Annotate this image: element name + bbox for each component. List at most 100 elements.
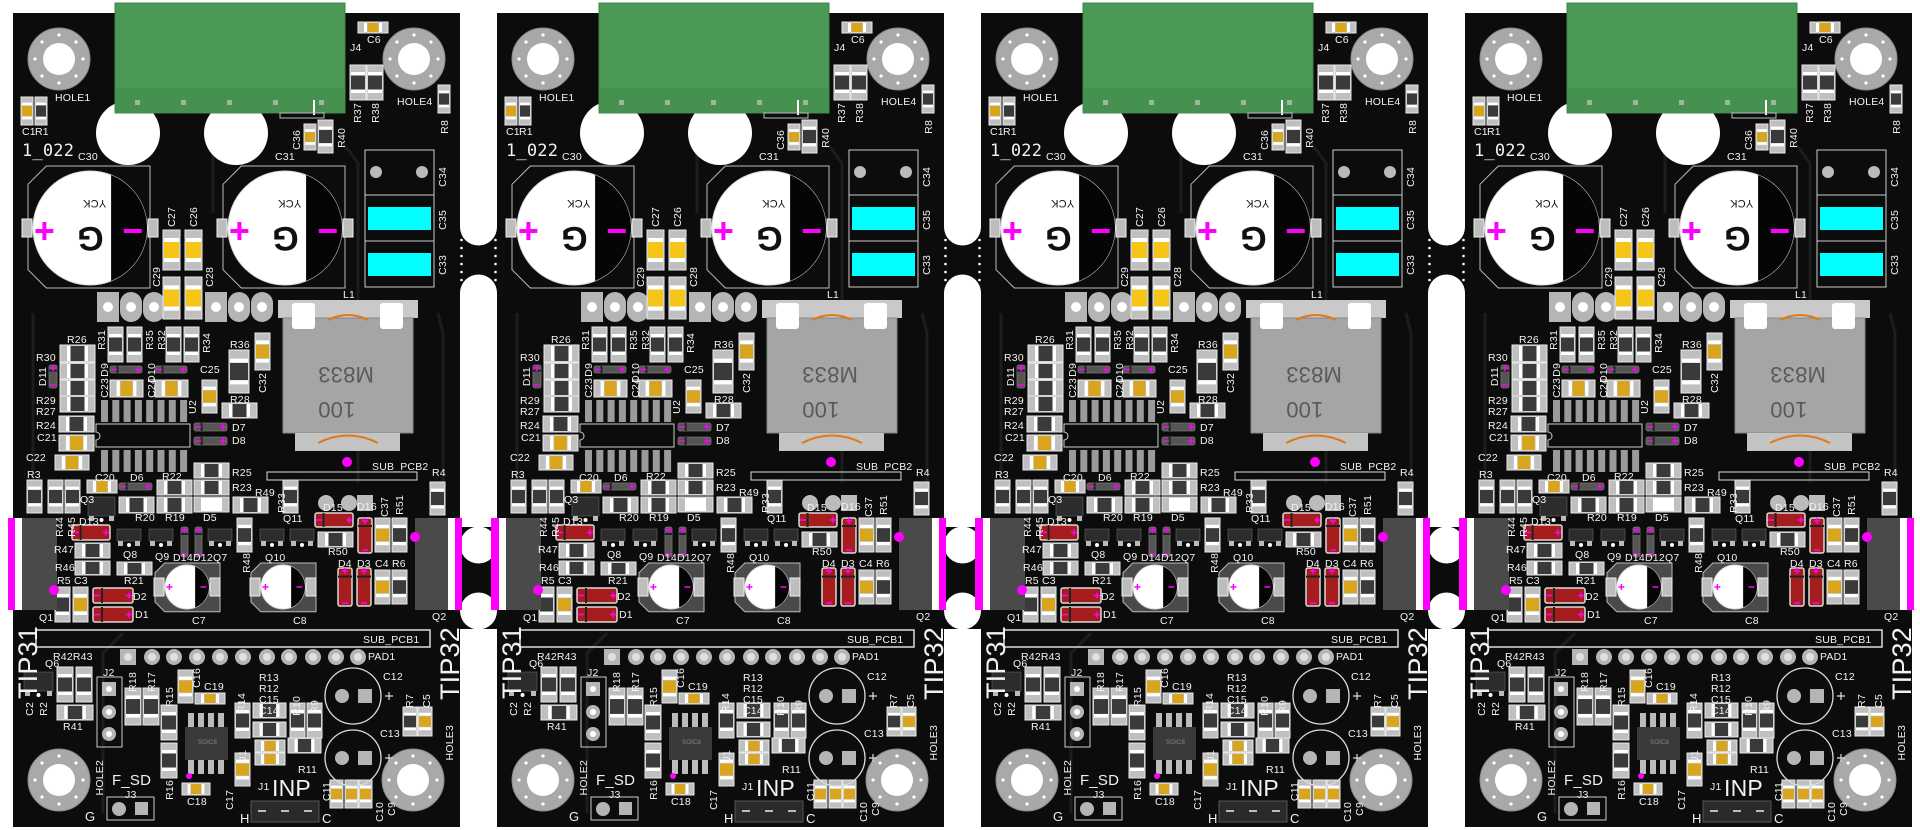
resistor-terminal: [240, 498, 244, 512]
transistor-pin: [1103, 541, 1108, 546]
resistor: [228, 349, 250, 394]
resistor-terminal: [713, 404, 717, 417]
silkscreen-label: C7: [1644, 615, 1658, 627]
via-dot: [1363, 74, 1367, 78]
silkscreen-label: R37: [836, 103, 848, 123]
diode-band: [1168, 423, 1171, 431]
diode-band: [1069, 588, 1071, 603]
capacitor-pad: [209, 577, 221, 597]
silkscreen-label: C15: [259, 694, 279, 706]
resistor: [913, 481, 930, 516]
pad-drill: [239, 653, 247, 661]
transistor-body: [116, 528, 142, 542]
capacitor: [1342, 517, 1359, 553]
capacitor-terminal: [990, 102, 1000, 106]
resistor-body: [351, 75, 365, 90]
to220-transistor: [8, 518, 57, 610]
via-dot: [1362, 795, 1366, 799]
pad-drill: [354, 653, 362, 661]
silkscreen-label: SUB_PCB1: [1815, 634, 1872, 646]
hole-drill: [881, 764, 913, 796]
resistor: [850, 64, 868, 101]
sub-pcb1-outline: [519, 629, 915, 648]
ic-soic8: [669, 713, 712, 779]
inductor-pad: [1348, 303, 1371, 329]
resistor-body: [1004, 105, 1014, 117]
resistor: [1688, 517, 1705, 553]
resistor-body: [404, 715, 416, 728]
connector-pin: [1272, 810, 1280, 812]
mouse-bite-hole: [944, 278, 947, 282]
resistor: [559, 666, 577, 703]
resistor: [232, 496, 269, 514]
capacitor: [1810, 779, 1825, 809]
capacitor-terminal: [1101, 381, 1105, 396]
transistor-body: [1659, 528, 1685, 542]
pad-drill: [263, 653, 271, 661]
silkscreen-label: D3: [357, 558, 371, 570]
silkscreen-label: Q9: [639, 551, 654, 563]
resistor-terminal: [1580, 334, 1593, 338]
capacitor-body: [1522, 436, 1535, 450]
resistor: [1015, 479, 1032, 514]
resistor-body: [628, 699, 642, 714]
capacitor-negative-stripe: [111, 175, 147, 281]
resistor-terminal: [760, 723, 764, 736]
silkscreen-label: Q6: [1497, 658, 1512, 670]
ic-pin: [1176, 760, 1182, 774]
resistor: [1405, 84, 1419, 114]
capacitor-outline: [1292, 667, 1350, 725]
slot-end: [460, 208, 497, 246]
capacitor-terminal: [550, 436, 554, 450]
resistor-terminal: [1616, 498, 1620, 512]
pad-drill: [285, 653, 293, 661]
silkscreen-label: R36: [1682, 339, 1702, 351]
via-dot: [1379, 754, 1383, 758]
silkscreen-label: R47: [538, 544, 558, 556]
capacitor-pad: [733, 577, 745, 597]
inductor-winding: [1769, 434, 1831, 444]
transistor-pin: [693, 541, 698, 546]
via-dot: [878, 795, 882, 799]
resistor-terminal: [1287, 143, 1300, 147]
resistor-terminal: [551, 381, 555, 395]
mounting-hole: [995, 748, 1059, 812]
resistor-terminal: [1198, 358, 1216, 363]
yellow-capacitor-body: [1132, 289, 1147, 307]
silkscreen-label: C2: [1476, 702, 1488, 716]
resistor-body: [554, 397, 569, 411]
capacitor-terminal: [1171, 403, 1184, 407]
silkscreen-label: Q10: [1233, 552, 1254, 564]
resistor-body: [554, 364, 569, 378]
mouse-bite-hole: [460, 254, 463, 258]
silkscreen-label: R19: [1617, 512, 1637, 524]
resistor-terminal: [1130, 750, 1144, 754]
silkscreen-label: J1: [1226, 781, 1238, 793]
mounting-hole: [865, 748, 929, 812]
rectifier-diode: [840, 567, 856, 607]
resistor-terminal: [1045, 674, 1059, 678]
capacitor-pad: [216, 218, 228, 238]
pad-drill: [741, 302, 751, 312]
capacitor-pad: [505, 218, 517, 238]
resistor-terminal: [1153, 351, 1166, 355]
capacitor-terminal: [360, 785, 371, 789]
resistor-terminal: [162, 767, 176, 771]
yellow-capacitor-terminal: [670, 285, 685, 290]
resistor-body: [550, 489, 563, 504]
resistor-body: [1529, 677, 1543, 692]
resistor: [287, 737, 322, 754]
pin1-marker: [1501, 585, 1511, 595]
connector-pin: [1587, 100, 1592, 105]
pin1-dot: [1551, 518, 1556, 522]
resistor-body: [1200, 404, 1215, 417]
silkscreen-label: R27: [1004, 406, 1024, 418]
pad-drill: [149, 302, 159, 312]
silkscreen-label: R42R43: [53, 651, 93, 663]
resistor-terminal: [181, 498, 185, 512]
capacitor-negative-stripe: [306, 175, 342, 281]
resistor-terminal: [284, 503, 297, 507]
resistor-terminal: [610, 713, 624, 718]
silkscreen-label: F_SD: [596, 772, 636, 789]
resistor: [886, 706, 902, 737]
